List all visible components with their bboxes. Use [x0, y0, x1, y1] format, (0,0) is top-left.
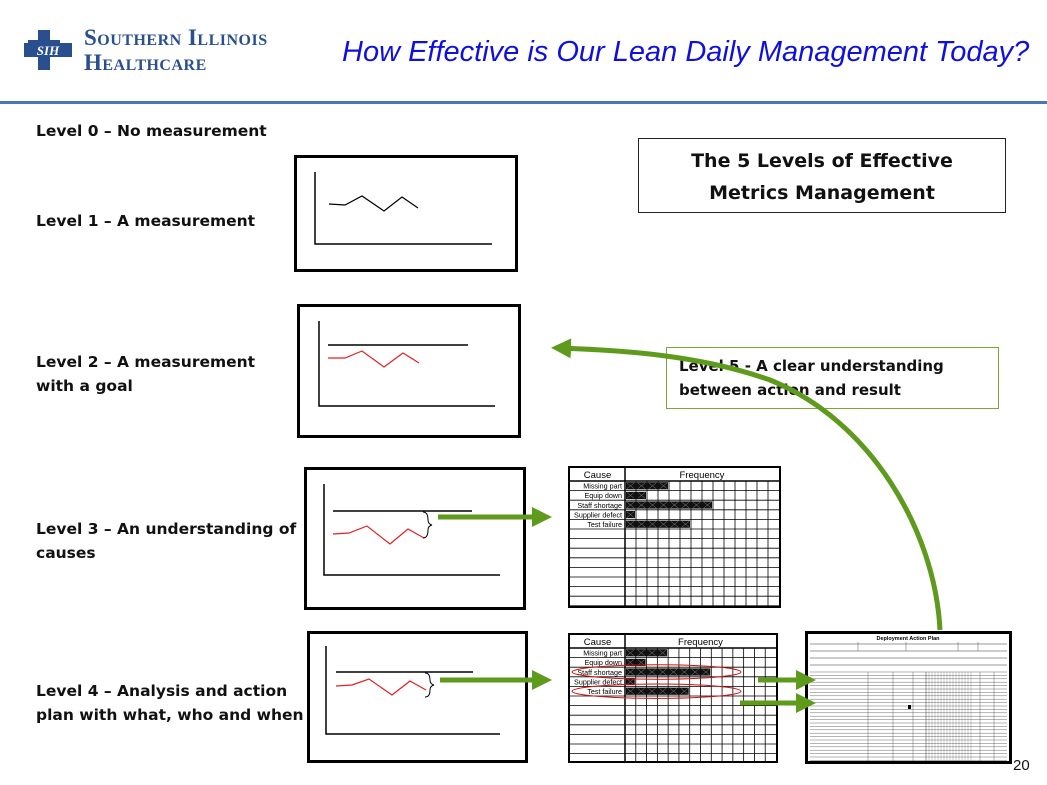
frequency-header: Frequency — [678, 637, 723, 648]
tally-mark — [680, 669, 688, 675]
highlight-ellipse — [571, 664, 742, 680]
cause-label: Missing part — [583, 649, 622, 658]
deployment-action-plan: Deployment Action Plan — [805, 631, 1012, 764]
level-1-line1: Level 1 – A measurement — [36, 212, 256, 230]
frequency-bar — [626, 491, 646, 499]
frequency-bar — [626, 658, 646, 666]
frequency-bar — [626, 668, 711, 676]
tally-mark — [659, 688, 667, 695]
cause-label: Staff shortage — [577, 668, 622, 677]
tally-mark — [637, 659, 645, 666]
tally-mark — [659, 669, 667, 675]
cause-label: Test failure — [587, 520, 622, 529]
level-4-label: Level 4 – Analysis and action plan with … — [36, 679, 304, 727]
five-levels-title-line1: The 5 Levels of Effective — [691, 150, 953, 172]
tally-mark — [626, 649, 634, 656]
level-3-graph — [304, 467, 526, 610]
five-levels-title-box: The 5 Levels of Effective Metrics Manage… — [638, 138, 1006, 213]
tally-mark — [648, 669, 656, 675]
tally-mark — [702, 669, 710, 675]
gap-bracket — [424, 672, 435, 698]
tally-mark — [691, 669, 699, 675]
org-name: Southern Illinois Healthcare — [84, 25, 268, 75]
tally-mark — [626, 669, 634, 675]
level-2-line1: Level 2 – A measurement — [36, 353, 256, 371]
page-title: How Effective is Our Lean Daily Manageme… — [342, 36, 1030, 68]
header-divider — [0, 101, 1047, 104]
level-2-graph — [297, 304, 521, 438]
tally-mark — [669, 669, 678, 675]
tally-mark — [637, 688, 645, 695]
frequency-bar — [626, 501, 712, 509]
level-0-line1: Level 0 – No measurement — [36, 122, 267, 140]
level-5-line1: Level 5 - A clear understanding — [679, 357, 944, 375]
level-3-line1: Level 3 – An understanding of — [36, 520, 297, 538]
five-levels-title-line2: Metrics Management — [709, 182, 935, 204]
cause-header: Cause — [584, 470, 611, 481]
tally-mark — [669, 688, 678, 695]
cause-label: Equip down — [584, 658, 622, 667]
gap-bracket — [422, 511, 433, 539]
frequency-bar — [626, 649, 668, 657]
level-3-line2: causes — [36, 544, 96, 562]
sih-logo-icon: SIH — [24, 30, 72, 70]
level-3-label: Level 3 – An understanding of causes — [36, 517, 296, 565]
level-5-line2: between action and result — [679, 381, 901, 399]
cause-label: Test failure — [587, 687, 622, 696]
org-name-line2: Healthcare — [84, 50, 207, 75]
level-1-graph — [294, 155, 518, 272]
measurement-line — [328, 195, 419, 212]
tally-mark — [648, 649, 656, 656]
level-2-line2: with a goal — [36, 377, 133, 395]
frequency-header: Frequency — [680, 470, 725, 481]
level-1-label: Level 1 – A measurement — [36, 209, 255, 233]
cause-label: Equip down — [584, 491, 622, 500]
level-2-label: Level 2 – A measurement with a goal — [36, 350, 255, 398]
action-plan-title: Deployment Action Plan — [876, 636, 940, 642]
cause-label: Supplier defect — [574, 510, 622, 519]
frequency-bar — [626, 520, 690, 528]
trend-line — [335, 678, 427, 696]
trend-line — [332, 525, 425, 545]
level-5-box: Level 5 - A clear understanding between … — [666, 347, 999, 409]
tally-mark — [626, 688, 634, 695]
page-number: 20 — [1013, 757, 1030, 774]
cause-label: Supplier defect — [574, 677, 622, 686]
tally-mark — [680, 688, 688, 695]
tally-mark — [659, 649, 667, 656]
logo-letters: SIH — [37, 43, 60, 58]
level-4-line2: plan with what, who and when — [36, 706, 304, 724]
trend-line — [328, 350, 420, 368]
org-name-line1: Southern Illinois — [84, 25, 268, 50]
highlight-ellipse — [571, 683, 742, 699]
tally-mark — [637, 649, 645, 656]
plan-marker — [908, 705, 911, 709]
tally-mark — [637, 669, 645, 675]
frequency-bar — [626, 687, 689, 695]
frequency-bar — [626, 482, 668, 490]
cause-header: Cause — [584, 637, 611, 648]
level-4-line1: Level 4 – Analysis and action — [36, 682, 288, 700]
tally-mark — [626, 678, 634, 685]
level-0-label: Level 0 – No measurement — [36, 119, 267, 143]
cause-label: Staff shortage — [577, 501, 622, 510]
cause-label: Missing part — [583, 482, 622, 491]
level-4-graph — [307, 631, 528, 763]
tally-mark — [648, 688, 656, 695]
tally-mark — [626, 659, 634, 666]
